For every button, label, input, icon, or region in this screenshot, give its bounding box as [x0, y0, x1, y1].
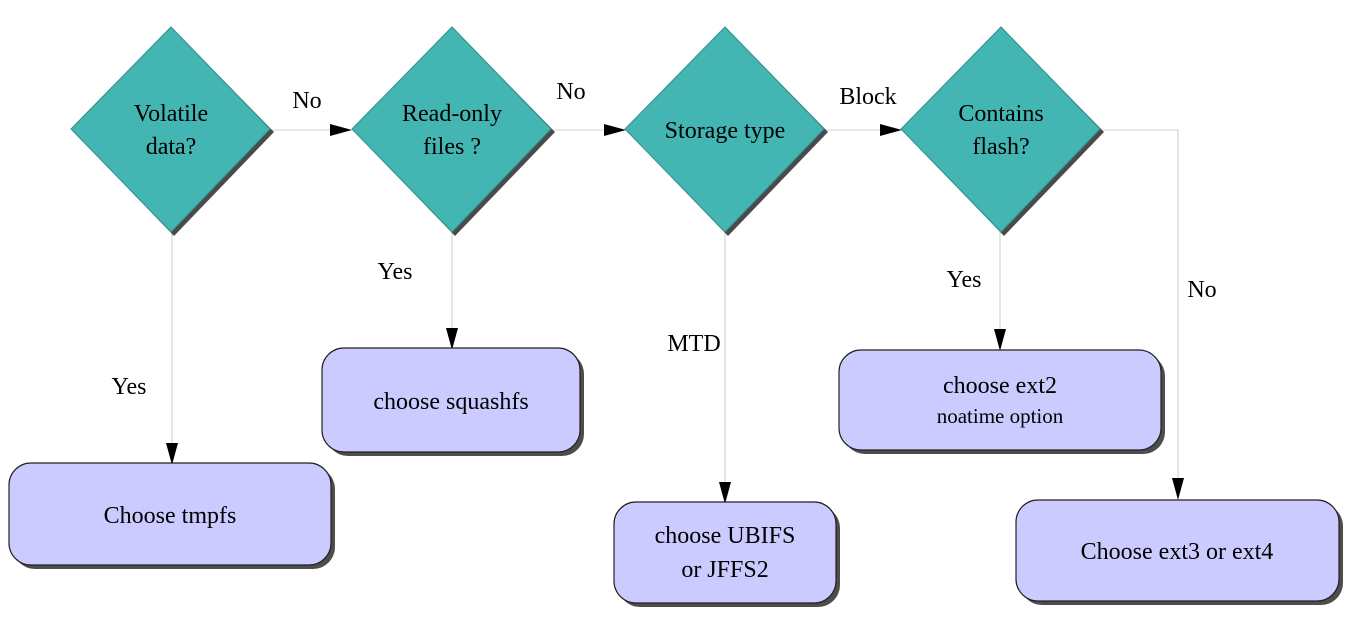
arrowhead-readonly-yes	[446, 328, 458, 350]
edge-label-volatile-no: No	[292, 88, 321, 114]
outcome-tmpfs: Choose tmpfs	[8, 462, 335, 569]
decision-readonly-diamond	[351, 26, 552, 233]
edge-label-readonly-no: No	[556, 79, 585, 105]
edge-label-storage-mtd: MTD	[667, 331, 720, 357]
decision-readonly-line1: Read-only	[402, 101, 502, 127]
outcome-ext34-line1: Choose ext3 or ext4	[1081, 539, 1274, 565]
edge-label-flash-yes: Yes	[947, 267, 982, 293]
connectors	[166, 124, 1184, 504]
outcome-ubifs-line1: choose UBIFS	[655, 523, 796, 549]
edge-flash-no	[1100, 129, 1179, 480]
decision-storage-diamond	[624, 26, 825, 233]
outcome-ext2: choose ext2 noatime option	[838, 349, 1165, 454]
decision-volatile-line1: Volatile	[134, 101, 208, 127]
edge-label-readonly-yes: Yes	[378, 259, 413, 285]
outcome-squashfs: choose squashfs	[321, 347, 584, 456]
outcome-squashfs-line1: choose squashfs	[373, 389, 528, 415]
arrowhead-flash-yes	[994, 329, 1006, 351]
decision-flash-diamond	[900, 26, 1101, 233]
decision-flash: Contains flash?	[900, 26, 1104, 236]
outcome-ubifs-box	[613, 501, 837, 604]
decision-readonly: Read-only files ?	[351, 26, 555, 236]
decision-storage-line1: Storage type	[665, 118, 786, 144]
outcome-tmpfs-box	[8, 462, 332, 566]
decision-volatile: Volatile data?	[70, 26, 274, 236]
decision-storage: Storage type	[624, 26, 828, 236]
arrowhead-readonly-no	[604, 124, 626, 136]
arrowhead-volatile-no	[330, 124, 352, 136]
outcome-ext34: Choose ext3 or ext4	[1015, 499, 1343, 605]
edge-label-flash-no: No	[1187, 277, 1216, 303]
arrowhead-flash-no	[1172, 478, 1184, 500]
outcome-squashfs-box	[321, 347, 581, 453]
decision-readonly-line2: files ?	[423, 134, 481, 160]
outcome-tmpfs-line1: Choose tmpfs	[104, 503, 237, 529]
arrowhead-storage-mtd	[719, 482, 731, 504]
outcome-ext2-line2: noatime option	[937, 404, 1064, 428]
outcome-ext34-box	[1015, 499, 1340, 602]
arrowhead-volatile-yes	[166, 443, 178, 465]
decision-volatile-line2: data?	[146, 134, 197, 160]
outcome-ext2-line1: choose ext2	[943, 373, 1057, 399]
edge-label-volatile-yes: Yes	[112, 374, 147, 400]
decision-flash-line1: Contains	[958, 101, 1043, 127]
edge-labels: No No Block Yes Yes MTD Yes No	[112, 79, 1217, 400]
arrowhead-storage-block	[880, 124, 902, 136]
decision-flash-line2: flash?	[972, 134, 1029, 160]
edge-label-storage-block: Block	[839, 84, 896, 110]
outcome-ext2-box	[838, 349, 1162, 451]
outcome-ubifs-line2: or JFFS2	[681, 557, 768, 583]
outcome-ubifs: choose UBIFS or JFFS2	[613, 501, 840, 607]
decision-volatile-diamond	[70, 26, 271, 233]
